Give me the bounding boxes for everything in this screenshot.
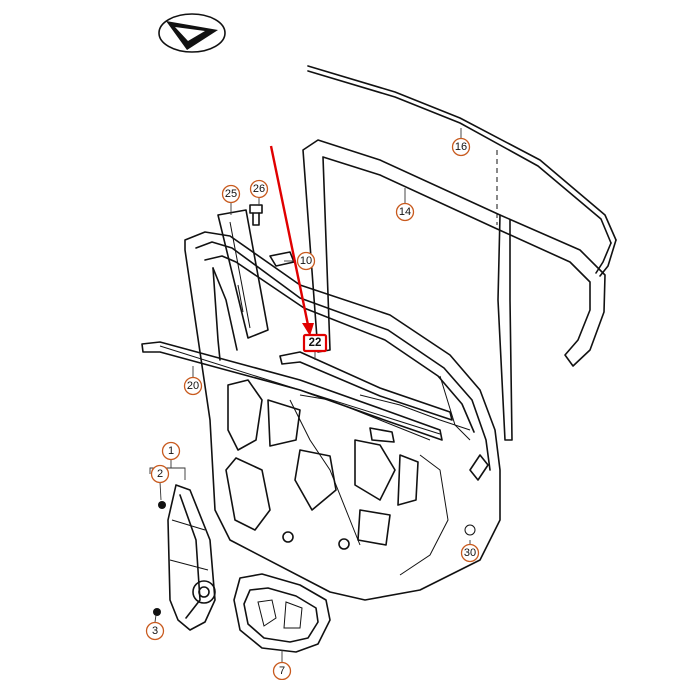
callout-10[interactable]: 10 (296, 251, 316, 271)
callout-7-label: 7 (279, 665, 285, 677)
inner-panel (225, 379, 419, 550)
callout-20[interactable]: 20 (183, 376, 203, 396)
callout-30[interactable]: 30 (460, 543, 480, 563)
callout-20-label: 20 (187, 380, 199, 392)
clip (269, 251, 295, 267)
callout-22-label: 22 (309, 337, 322, 349)
callout-25-label: 25 (225, 188, 237, 200)
callout-25[interactable]: 25 (221, 184, 241, 204)
callout-14-label: 14 (399, 206, 411, 218)
callout-30-label: 30 (464, 547, 476, 559)
callout-3[interactable]: 3 (145, 621, 165, 641)
upper-seal-strip (307, 65, 617, 277)
callout-22[interactable]: 22 (302, 333, 328, 353)
outer-window-strip (141, 341, 443, 441)
callout-7[interactable]: 7 (272, 661, 292, 680)
callout-10-label: 10 (300, 255, 312, 267)
direction-arrow-icon (158, 13, 226, 53)
highlight-arrow (269, 145, 314, 336)
callout-2-label: 2 (157, 468, 163, 480)
callout-1[interactable]: 1 (161, 441, 181, 461)
door-shell (184, 231, 501, 601)
door-seal (302, 139, 606, 441)
callout-3-label: 3 (152, 625, 158, 637)
callout-16-label: 16 (455, 141, 467, 153)
callout-14[interactable]: 14 (395, 202, 415, 222)
callout-16[interactable]: 16 (451, 137, 471, 157)
bolt (249, 204, 263, 226)
access-cover (233, 573, 331, 653)
callout-1-label: 1 (168, 445, 174, 457)
callout-26[interactable]: 26 (249, 179, 269, 199)
callout-2[interactable]: 2 (150, 464, 170, 484)
plug (464, 524, 476, 536)
inner-window-strip (279, 351, 453, 421)
nut-upper (158, 501, 166, 509)
nut-lower (153, 608, 161, 616)
window-regulator (167, 484, 216, 631)
guide-rail (217, 209, 269, 339)
callout-26-label: 26 (253, 183, 265, 195)
